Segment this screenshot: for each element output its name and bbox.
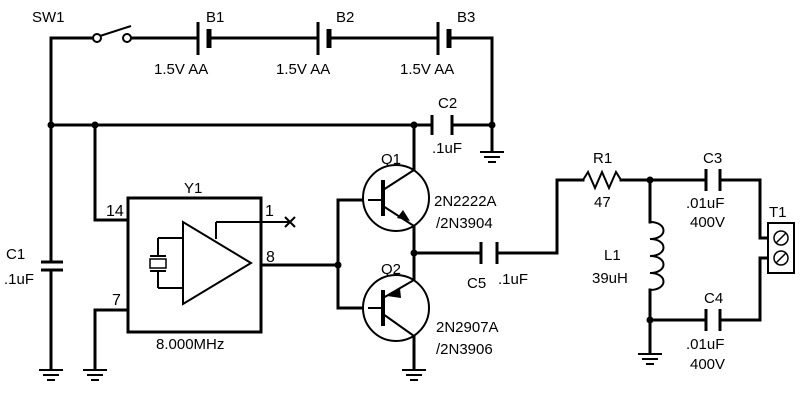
battery-value: 1.5V AA — [276, 61, 330, 78]
capacitor-value: .1uF — [432, 140, 462, 157]
capacitor-value: .1uF — [498, 271, 528, 288]
capacitor-ref: C3 — [703, 150, 722, 167]
capacitor-c3: C3 .01uF 400V — [686, 150, 770, 240]
capacitor-ref: C4 — [704, 290, 723, 307]
junction-dots — [47, 121, 654, 324]
battery-ref: B3 — [457, 9, 475, 26]
transistor-part: 2N2907A — [436, 319, 499, 336]
ground-symbol — [83, 369, 107, 381]
pin-label: 7 — [112, 292, 121, 309]
battery-value: 1.5V AA — [154, 61, 208, 78]
ground-symbol — [39, 369, 63, 381]
ground-symbol — [480, 151, 504, 163]
supply-wires — [49, 36, 494, 152]
ground-symbol — [638, 353, 662, 365]
capacitor-ref: C2 — [438, 95, 457, 112]
capacitor-ref: C1 — [6, 246, 25, 263]
transistor-alt: /2N3906 — [436, 341, 493, 358]
terminal-ref: T1 — [769, 204, 787, 221]
battery-ref: B1 — [206, 9, 224, 26]
resistor-value: 47 — [594, 194, 611, 211]
switch-sw1: SW1 — [32, 9, 132, 43]
oscillator-y1: Y1 8.000MHz 14 1 8 7 — [93, 123, 296, 370]
inductor-ref: L1 — [604, 247, 621, 264]
resistor-r1: R1 47 — [582, 150, 706, 211]
transistor-part: 2N2222A — [434, 193, 497, 210]
transistor-ref: Q1 — [381, 151, 401, 168]
capacitor-value: .1uF — [4, 271, 34, 288]
pin-label: 8 — [266, 249, 275, 266]
oscillator-frequency: 8.000MHz — [156, 336, 224, 353]
transistor-alt: /2N3904 — [436, 215, 493, 232]
inductor-l1: L1 39uH — [592, 178, 706, 354]
capacitor-value: .01uF — [686, 336, 724, 353]
capacitor-c1: C1 .1uF — [4, 123, 63, 370]
capacitor-ref: C5 — [467, 275, 486, 292]
battery-b3: B3 1.5V AA — [400, 9, 475, 78]
transistor-ref: Q2 — [381, 261, 401, 278]
resistor-ref: R1 — [593, 150, 612, 167]
battery-b2: B2 1.5V AA — [276, 9, 354, 78]
battery-b1: B1 1.5V AA — [154, 9, 224, 78]
pin-label: 14 — [106, 203, 124, 220]
capacitor-rating: 400V — [690, 356, 725, 373]
switch-ref: SW1 — [32, 9, 65, 26]
terminal-t1: T1 — [767, 204, 795, 274]
capacitor-c2: C2 .1uF — [430, 95, 462, 157]
transistor-q1: Q1 2N2222A /2N3904 — [362, 151, 497, 232]
drive-wires — [259, 123, 585, 370]
capacitor-c4: C4 .01uF 400V — [686, 256, 770, 373]
oscillator-ref: Y1 — [184, 180, 202, 197]
capacitor-rating: 400V — [690, 214, 725, 231]
transistor-q2: Q2 2N2907A /2N3906 — [362, 261, 499, 358]
battery-value: 1.5V AA — [400, 61, 454, 78]
battery-ref: B2 — [336, 9, 354, 26]
inductor-value: 39uH — [592, 270, 628, 287]
pin-label: 1 — [265, 203, 274, 220]
ground-symbol — [402, 369, 426, 381]
capacitor-c5: C5 .1uF — [467, 242, 528, 292]
capacitor-value: .01uF — [686, 195, 724, 212]
